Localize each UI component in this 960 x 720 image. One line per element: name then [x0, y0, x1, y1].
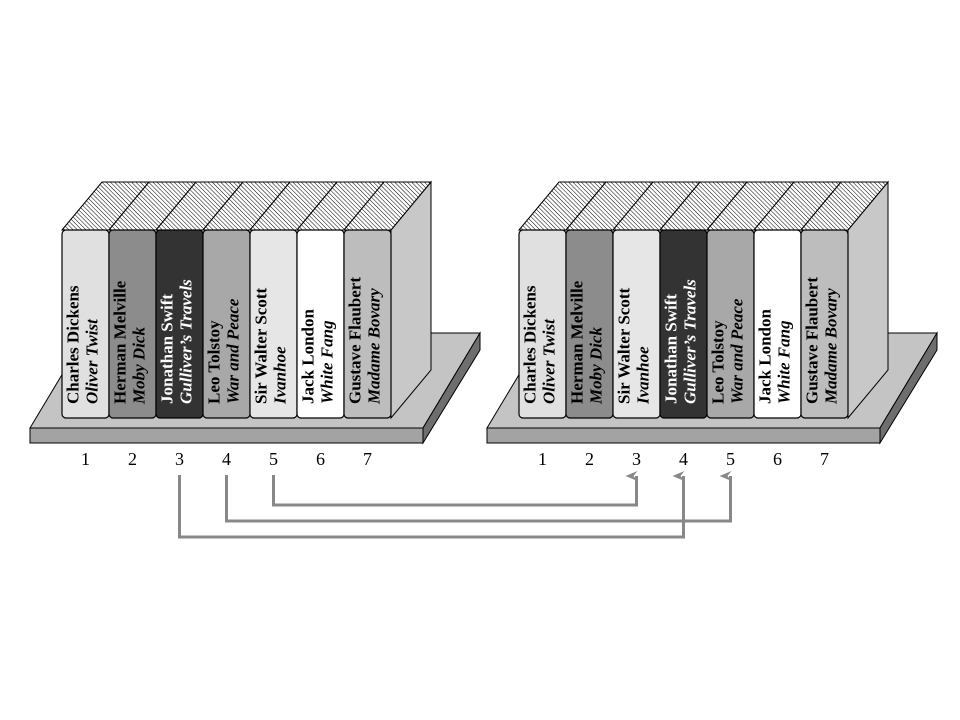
- book-spine: [800, 229, 849, 419]
- book-author: Leo Tolstoy: [709, 320, 728, 404]
- slot-number: 1: [538, 449, 547, 469]
- move-arrows: [178, 471, 732, 539]
- book-author: Charles Dickens: [64, 285, 83, 404]
- book-title: Gulliver’s Travels: [177, 279, 196, 404]
- book-title: Oliver Twist: [540, 318, 559, 404]
- book-author: Jonathan Swift: [158, 294, 177, 404]
- book-author: Jack London: [756, 309, 775, 404]
- slot-number: 3: [175, 449, 184, 469]
- slot-number: 7: [820, 449, 829, 469]
- slot-number: 7: [363, 449, 372, 469]
- book-title: Oliver Twist: [83, 318, 102, 404]
- slot-number: 5: [269, 449, 278, 469]
- book-author: Leo Tolstoy: [205, 320, 224, 404]
- book-title: Madame Bovary: [365, 288, 384, 405]
- book-author: Jack London: [299, 309, 318, 404]
- book-author: Jonathan Swift: [662, 294, 681, 404]
- book-author: Herman Melville: [568, 280, 587, 404]
- book-title: Moby Dick: [587, 327, 606, 405]
- slot-number: 1: [81, 449, 90, 469]
- book-title: War and Peace: [728, 298, 747, 404]
- book-author: Sir Walter Scott: [615, 288, 634, 405]
- slot-number: 2: [128, 449, 137, 469]
- slot-number: 2: [585, 449, 594, 469]
- slot-number: 3: [632, 449, 641, 469]
- slot-number: 6: [316, 449, 325, 469]
- book-title: Ivanhoe: [271, 346, 290, 405]
- slot-number: 5: [726, 449, 735, 469]
- book-author: Charles Dickens: [521, 285, 540, 404]
- move-arrow-3-to-4: [178, 471, 685, 539]
- move-arrow-5-to-3: [272, 471, 638, 507]
- slot-number: 6: [773, 449, 782, 469]
- book-title: White Fang: [775, 320, 794, 404]
- slot-number: 4: [679, 449, 688, 469]
- book-spine: [343, 229, 392, 419]
- book-author: Gustave Flaubert: [346, 277, 365, 404]
- book-title: Gulliver’s Travels: [681, 279, 700, 404]
- book-title: White Fang: [318, 320, 337, 404]
- book-title: War and Peace: [224, 298, 243, 404]
- book-title: Madame Bovary: [822, 288, 841, 405]
- move-arrow-4-to-5: [225, 471, 732, 523]
- book-author: Sir Walter Scott: [252, 288, 271, 405]
- book-title: Ivanhoe: [634, 346, 653, 405]
- book-author: Herman Melville: [111, 280, 130, 404]
- book-title: Moby Dick: [130, 327, 149, 405]
- slot-number: 4: [222, 449, 231, 469]
- book-author: Gustave Flaubert: [803, 277, 822, 404]
